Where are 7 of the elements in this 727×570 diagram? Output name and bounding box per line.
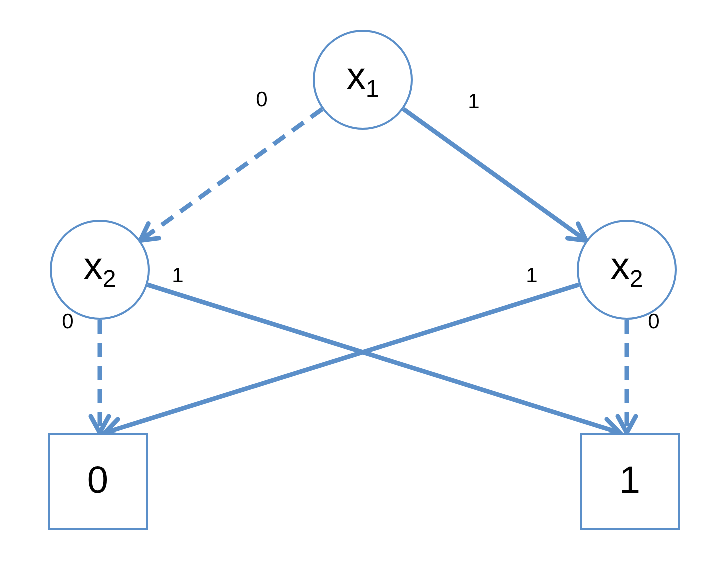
arrow [88, 320, 112, 436]
terminal-box: 0 [48, 433, 148, 530]
arrow [402, 107, 589, 244]
arrow [616, 320, 638, 436]
arrow [138, 107, 324, 243]
terminal-box: 1 [580, 433, 680, 530]
variable-node: x$_{1}$ [313, 30, 413, 130]
